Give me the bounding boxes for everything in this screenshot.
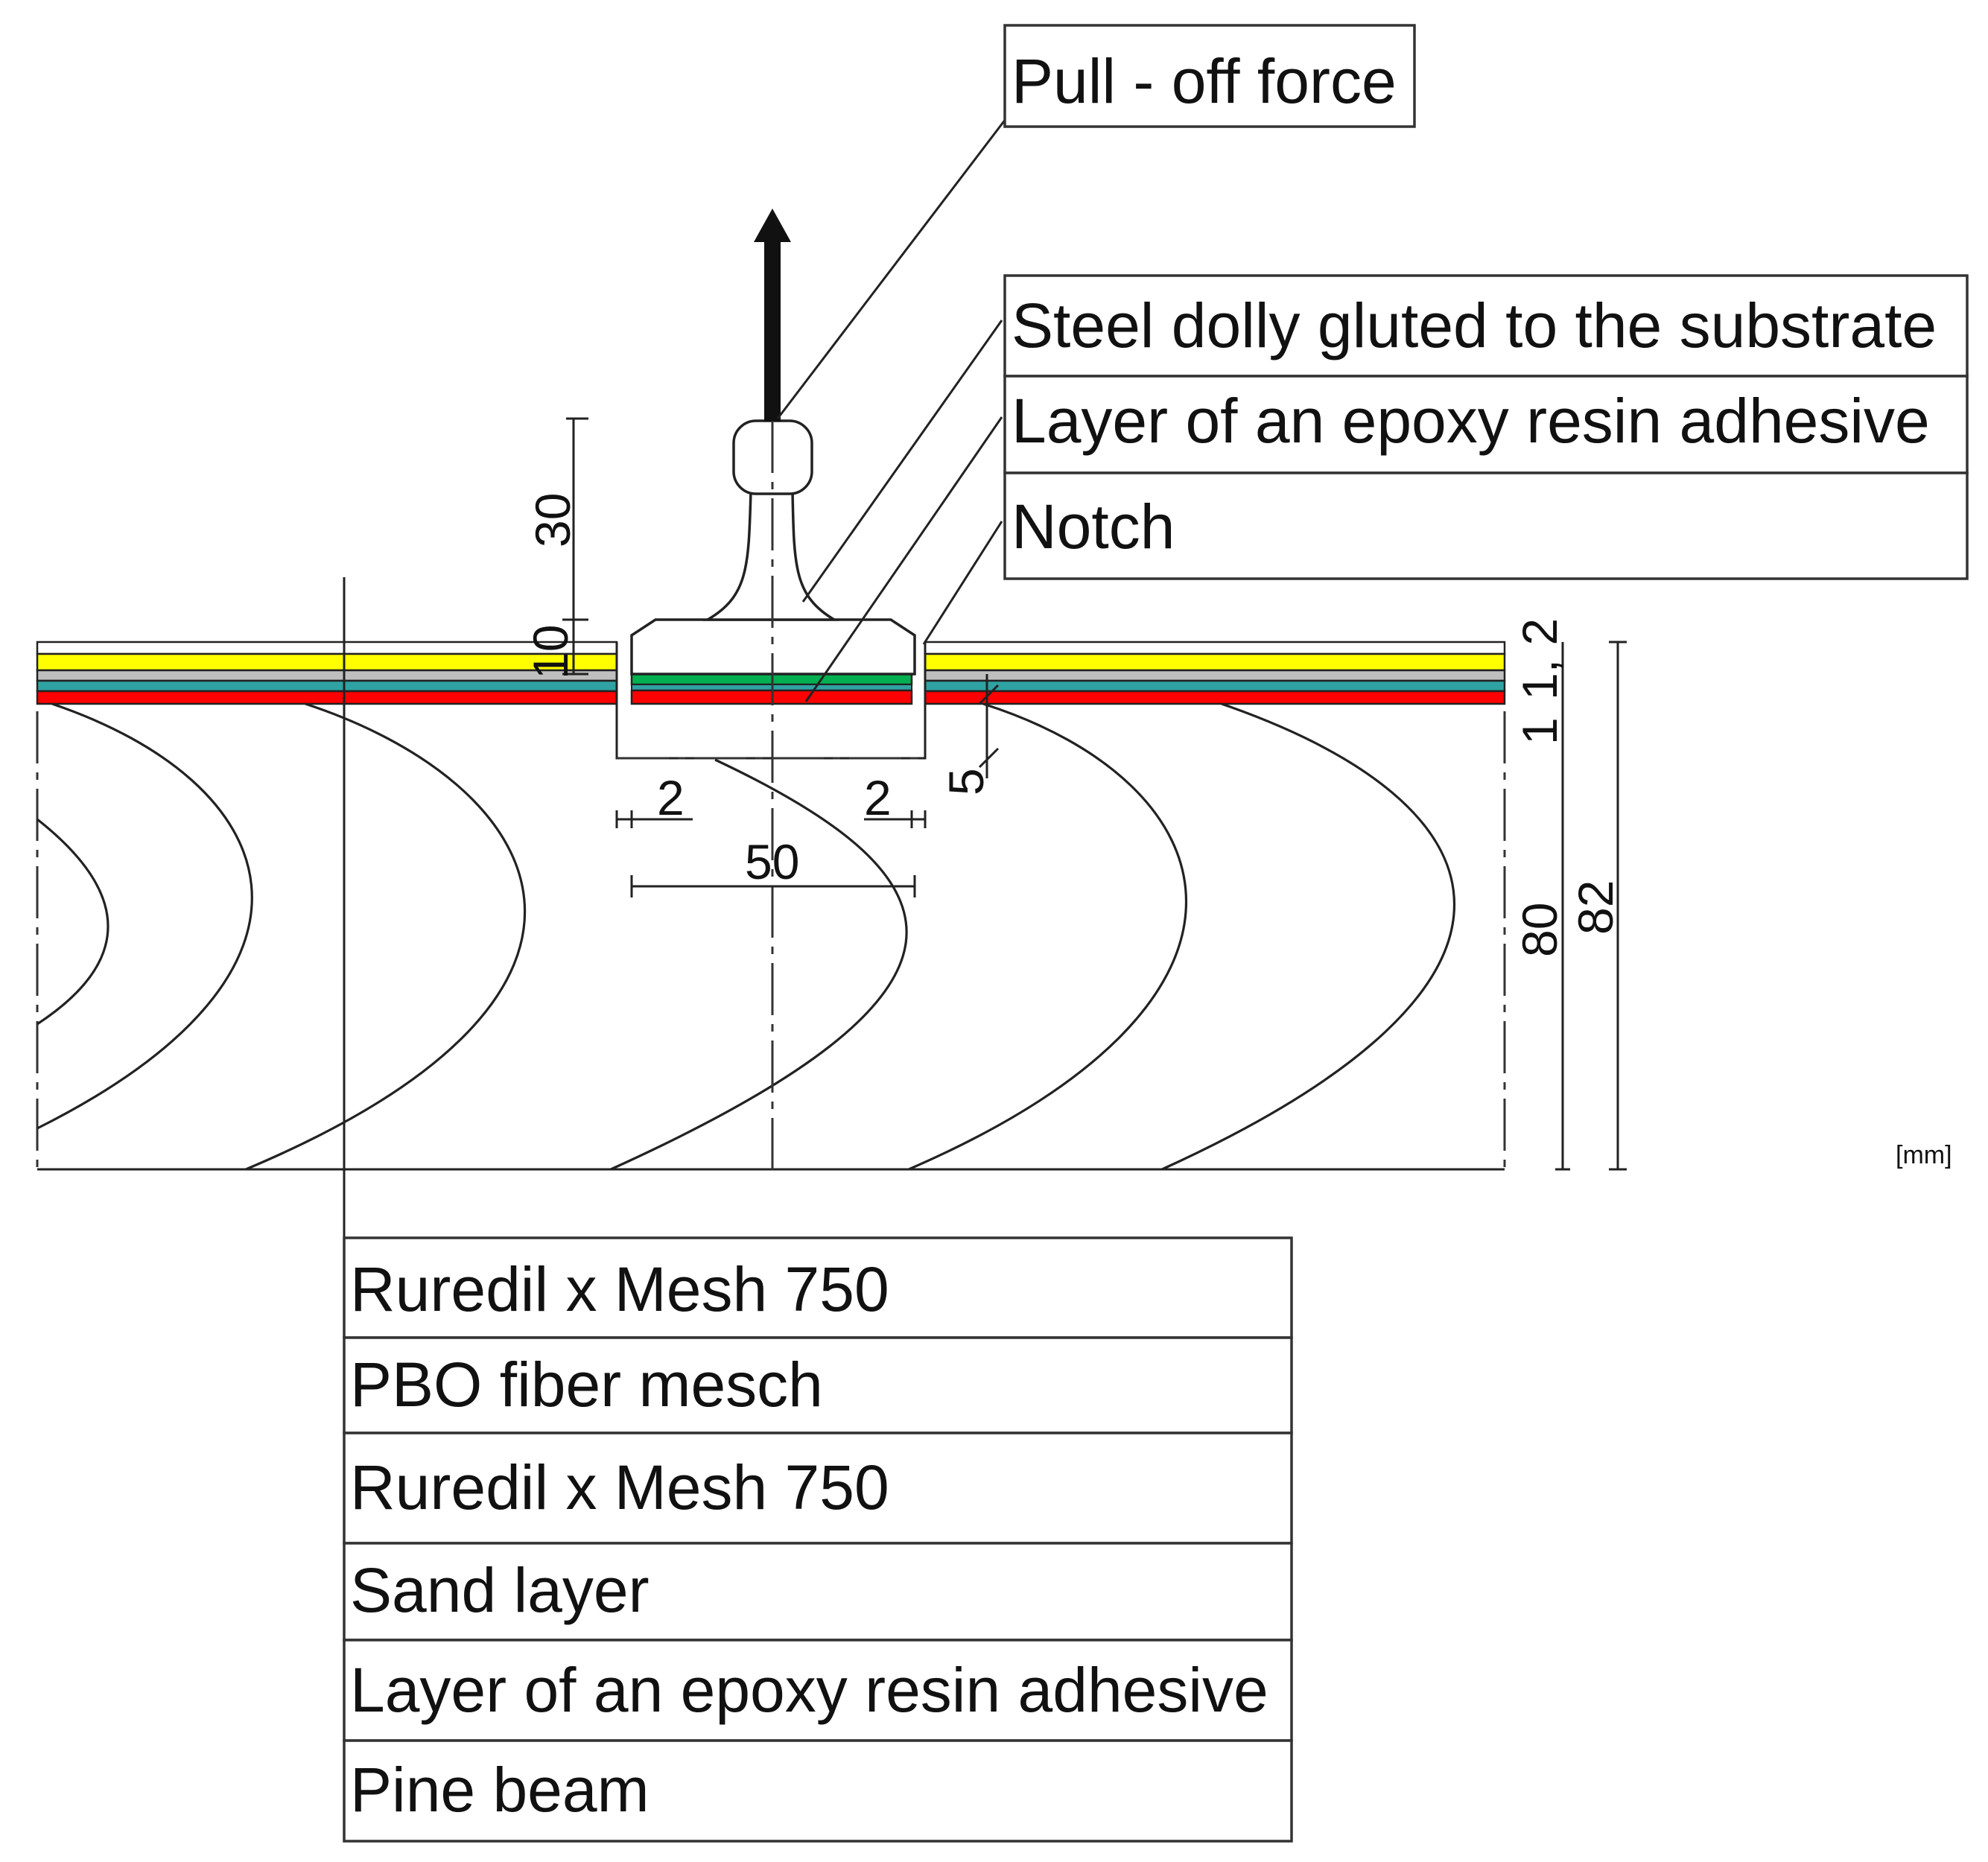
dim-tick bbox=[978, 747, 1000, 769]
notch-outline bbox=[615, 642, 927, 760]
grain-line bbox=[36, 702, 253, 1130]
dim-label-1: 1 bbox=[1512, 717, 1567, 745]
dim-label-80: 80 bbox=[1512, 903, 1567, 957]
callout-box bbox=[1003, 24, 1416, 128]
grain-line bbox=[908, 702, 1188, 1171]
dim-label-2-right: 2 bbox=[864, 770, 892, 825]
steel-dolly bbox=[630, 419, 916, 676]
dim-label-1-2: 1, 2 bbox=[1512, 618, 1567, 700]
dim-label-30: 30 bbox=[525, 493, 580, 547]
dim-label-2-left: 2 bbox=[657, 770, 685, 825]
table-label-pine: Pine beam bbox=[350, 1755, 650, 1825]
layer-red bbox=[36, 690, 618, 705]
layer-teal bbox=[924, 679, 1506, 693]
grain-line bbox=[1161, 702, 1456, 1171]
table-label-sand: Sand layer bbox=[350, 1555, 650, 1625]
table-label-mesh-1: Ruredil x Mesh 750 bbox=[350, 1254, 889, 1324]
leader-steel-dolly bbox=[801, 320, 1003, 603]
callout-pull-off-force: Pull - off force bbox=[1003, 24, 1416, 128]
grain-line bbox=[36, 818, 109, 1026]
callout-notch-label: Notch bbox=[1012, 492, 1175, 562]
dim-tick bbox=[978, 684, 1000, 705]
table-label-mesh-2: Ruredil x Mesh 750 bbox=[350, 1452, 889, 1522]
dimension-10: 10 bbox=[523, 618, 588, 679]
arrow-head bbox=[754, 209, 791, 242]
table-label-epoxy: Layer of an epoxy resin adhesive bbox=[350, 1655, 1268, 1725]
callout-steel-dolly-box bbox=[1003, 274, 1969, 378]
dimension-1: 1 bbox=[1512, 717, 1567, 745]
table-row bbox=[343, 1236, 1293, 1339]
table-label-pbo: PBO fiber mesch bbox=[350, 1350, 823, 1420]
wood-grain bbox=[36, 702, 1456, 1171]
callout-notch-box bbox=[1003, 471, 1969, 580]
composite-layers-left bbox=[36, 641, 618, 705]
dimension-1-2: 1, 2 bbox=[1512, 618, 1567, 704]
dimension-50: 50 bbox=[630, 834, 916, 897]
dolly-base bbox=[630, 618, 916, 676]
dimension-82: 82 bbox=[1568, 641, 1627, 1171]
callout-dolly-group: Steel dolly gluted to the substrate Laye… bbox=[1003, 274, 1969, 580]
layer-mesh-top bbox=[924, 641, 1506, 655]
pull-force-arrow bbox=[754, 209, 791, 422]
layer-teal bbox=[36, 679, 618, 693]
unit-label: [mm] bbox=[1896, 1141, 1952, 1169]
dolly-neck bbox=[702, 490, 839, 621]
leader-pull-off-force bbox=[776, 118, 1007, 419]
callout-label: Pull - off force bbox=[1012, 46, 1397, 116]
dimension-2-right: 2 bbox=[864, 770, 927, 828]
layer-yellow bbox=[924, 652, 1506, 672]
table-row bbox=[343, 1336, 1293, 1434]
dim-label-50: 50 bbox=[745, 834, 799, 889]
table-row bbox=[343, 1739, 1293, 1843]
callout-epoxy-label: Layer of an epoxy resin adhesive bbox=[1012, 386, 1930, 456]
dimension-80: 80 bbox=[1512, 704, 1570, 1171]
leader-notch bbox=[922, 521, 1003, 645]
callout-steel-dolly-label: Steel dolly gluted to the substrate bbox=[1012, 290, 1937, 360]
leader-epoxy-adhesive bbox=[804, 416, 1003, 702]
leader-lines-top bbox=[776, 118, 1007, 702]
dimension-2-left: 2 bbox=[615, 770, 693, 828]
layer-red bbox=[924, 690, 1506, 705]
layer-sand bbox=[924, 669, 1506, 682]
arrow-shaft bbox=[764, 238, 781, 422]
pine-beam bbox=[36, 711, 1506, 1171]
callout-epoxy-box bbox=[1003, 375, 1969, 474]
layer-table: Ruredil x Mesh 750 PBO fiber mesch Rured… bbox=[343, 1236, 1293, 1843]
grain-line bbox=[245, 702, 527, 1171]
table-row bbox=[343, 1639, 1293, 1742]
grain-line bbox=[610, 758, 908, 1171]
dim-label-10: 10 bbox=[523, 625, 578, 679]
dim-label-5: 5 bbox=[939, 768, 994, 795]
dim-label-82: 82 bbox=[1568, 880, 1623, 935]
dimension-30: 30 bbox=[525, 417, 588, 674]
dimension-5: 5 bbox=[939, 674, 1000, 795]
composite-layers-right bbox=[924, 641, 1506, 705]
